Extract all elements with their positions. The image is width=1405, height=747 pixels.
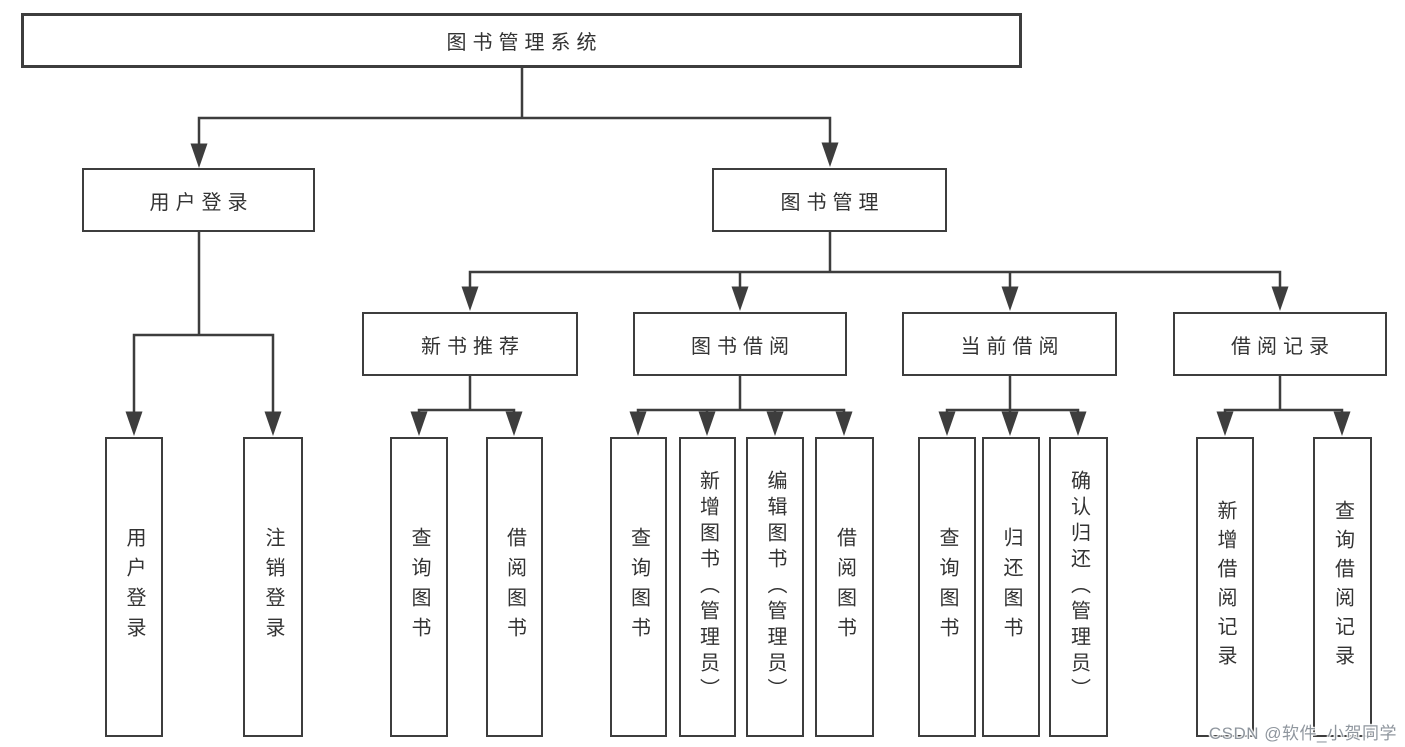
leaf-query-borrow-record: 查询借阅记录 — [1313, 437, 1372, 737]
leaf-user-login: 用户登录 — [105, 437, 163, 737]
connector-line — [1223, 374, 1344, 420]
connector-line — [417, 374, 516, 420]
node-book-management: 图书管理 — [712, 168, 947, 232]
leaf-add-borrow-record: 新增借阅记录 — [1196, 437, 1254, 737]
leaf-add-book-admin: 新增图书（管理员） — [679, 437, 736, 737]
connector-line — [468, 230, 1282, 292]
node-new-book-recommend: 新书推荐 — [362, 312, 578, 376]
node-book-borrow-label: 图书借阅 — [691, 335, 795, 358]
arrowhead-icon — [461, 286, 479, 311]
leaf-edit-book-admin-label: 编辑图书（管理员） — [764, 470, 786, 704]
leaf-query-books-borrow-label: 查询图书 — [627, 527, 650, 647]
arrowhead-icon — [1333, 411, 1351, 436]
leaf-logout: 注销登录 — [243, 437, 303, 737]
leaf-borrow-books-recommend-label: 借阅图书 — [503, 527, 526, 647]
leaf-borrow-books: 借阅图书 — [815, 437, 874, 737]
connector-line — [132, 230, 275, 416]
arrowhead-icon — [766, 411, 784, 436]
leaf-borrow-books-label: 借阅图书 — [833, 527, 856, 647]
arrowhead-icon — [698, 411, 716, 436]
node-new-book-recommend-label: 新书推荐 — [421, 335, 525, 358]
arrowhead-icon — [629, 411, 647, 436]
leaf-confirm-return-admin-label: 确认归还（管理员） — [1067, 470, 1090, 704]
node-root-label: 图书管理系统 — [446, 32, 603, 54]
node-book-borrow: 图书借阅 — [633, 312, 847, 376]
leaf-return-books: 归还图书 — [982, 437, 1040, 737]
arrowhead-icon — [821, 142, 839, 167]
arrowhead-icon — [731, 286, 749, 311]
arrowhead-icon — [1216, 411, 1234, 436]
leaf-user-login-label: 用户登录 — [123, 527, 145, 647]
connector-line — [197, 66, 832, 148]
arrowhead-icon — [190, 143, 208, 168]
leaf-query-books-borrow: 查询图书 — [610, 437, 667, 737]
leaf-query-borrow-record-label: 查询借阅记录 — [1331, 500, 1354, 674]
leaf-query-books-current: 查询图书 — [918, 437, 976, 737]
node-user-login-label: 用户登录 — [149, 191, 254, 214]
leaf-query-books-current-label: 查询图书 — [936, 527, 958, 647]
leaf-add-book-admin-label: 新增图书（管理员） — [696, 470, 719, 704]
leaf-add-borrow-record-label: 新增借阅记录 — [1214, 500, 1236, 674]
leaf-logout-label: 注销登录 — [262, 527, 284, 647]
arrowhead-icon — [1001, 411, 1019, 436]
arrowhead-icon — [1271, 286, 1289, 311]
leaf-edit-book-admin: 编辑图书（管理员） — [746, 437, 804, 737]
connector-line — [636, 374, 846, 420]
arrowheads-group — [125, 142, 1351, 436]
connector-group — [132, 66, 1344, 420]
watermark: CSDN @软件_小贺同学 — [1208, 724, 1397, 743]
leaf-return-books-label: 归还图书 — [1000, 527, 1022, 647]
node-current-borrow: 当前借阅 — [902, 312, 1117, 376]
leaf-borrow-books-recommend: 借阅图书 — [486, 437, 543, 737]
arrowhead-icon — [410, 411, 428, 436]
node-current-borrow-label: 当前借阅 — [960, 335, 1065, 358]
arrowhead-icon — [938, 411, 956, 436]
arrowhead-icon — [125, 411, 143, 436]
node-root: 图书管理系统 — [21, 13, 1022, 68]
arrowhead-icon — [264, 411, 282, 436]
node-user-login: 用户登录 — [82, 168, 315, 232]
node-book-management-label: 图书管理 — [780, 191, 885, 214]
node-borrow-records: 借阅记录 — [1173, 312, 1387, 376]
leaf-confirm-return-admin: 确认归还（管理员） — [1049, 437, 1108, 737]
leaf-query-books-recommend-label: 查询图书 — [408, 527, 430, 647]
leaf-query-books-recommend: 查询图书 — [390, 437, 448, 737]
arrowhead-icon — [505, 411, 523, 436]
arrowhead-icon — [1001, 286, 1019, 311]
node-borrow-records-label: 借阅记录 — [1231, 335, 1335, 358]
arrowhead-icon — [835, 411, 853, 436]
arrowhead-icon — [1069, 411, 1087, 436]
